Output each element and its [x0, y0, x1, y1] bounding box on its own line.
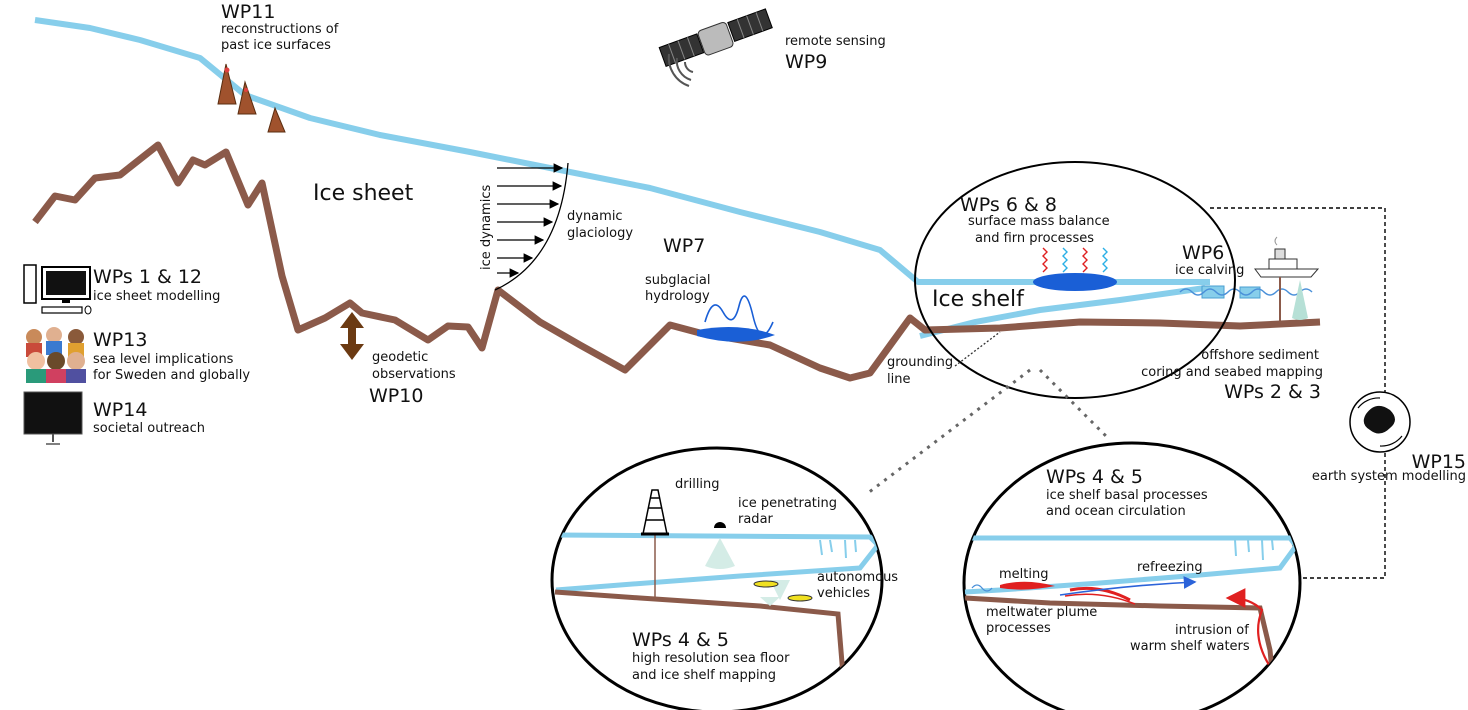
earth-system-globe-icon	[1349, 391, 1411, 453]
wp10-line1: geodetic	[372, 350, 429, 365]
wp11-title: WP11	[221, 1, 276, 23]
auv-line2: vehicles	[817, 586, 871, 601]
wp7-line2: hydrology	[645, 289, 710, 304]
wp13-line1: sea level implications	[93, 352, 234, 367]
auv-line1: autonomous	[817, 570, 899, 585]
geodetic-double-arrow-icon	[340, 312, 364, 360]
wp9-desc: remote sensing	[785, 34, 886, 49]
grounding-line1: grounding	[887, 355, 954, 370]
zoom-right-line2: and ocean circulation	[1046, 504, 1186, 519]
wp2-3-title: WPs 2 & 3	[1224, 381, 1321, 403]
dynamic-glaciology-line2: glaciology	[567, 226, 634, 241]
wp6-8-line2: and firn processes	[975, 231, 1094, 246]
grounding-line2: line	[887, 372, 911, 387]
zoom-left-line2: and ice shelf mapping	[632, 668, 777, 683]
wp6-8-line1: surface mass balance	[968, 214, 1110, 229]
warm-line2: warm shelf waters	[1130, 639, 1250, 654]
past-ice-surface-rocks-icon	[217, 63, 286, 133]
bedrock-line	[32, 141, 1321, 382]
ice-surface-line	[34, 17, 1210, 285]
plume-line1: meltwater plume	[986, 605, 1098, 620]
ice-dynamics-label: ice dynamics	[479, 184, 494, 270]
wp2-3-line1: offshore sediment	[1201, 348, 1319, 363]
subglacial-water	[697, 326, 775, 342]
ice-shelf-label: Ice shelf	[932, 287, 1024, 312]
ice-sheet-label: Ice sheet	[313, 181, 414, 206]
wp1-12-title: WPs 1 & 12	[93, 266, 203, 288]
wp2-3-line2: coring and seabed mapping	[1141, 365, 1323, 380]
velocity-arrows	[497, 163, 564, 278]
radar-line1: ice penetrating	[738, 496, 837, 511]
wp10-line2: observations	[372, 367, 456, 382]
surface-melt-pool	[1033, 273, 1117, 291]
zoom-right-line1: ice shelf basal processes	[1046, 488, 1208, 503]
drilling-rig-icon	[641, 489, 669, 536]
research-ship-icon	[1254, 236, 1320, 278]
surface-energy-arrows-icon	[1042, 247, 1108, 273]
wp6-calving-title: WP6	[1182, 242, 1225, 264]
wp6-8-title: WPs 6 & 8	[960, 194, 1057, 216]
computer-icon	[23, 264, 92, 315]
dynamic-glaciology-line1: dynamic	[567, 209, 623, 224]
wp9-title: WP9	[785, 51, 828, 73]
refreezing-label: refreezing	[1137, 560, 1203, 575]
ice-calving-block-1	[1201, 285, 1225, 299]
grounding-line-pointer	[954, 331, 1001, 367]
subglacial-water-flow	[704, 295, 774, 336]
radar-line2: radar	[738, 512, 773, 527]
outreach-screen-icon	[23, 391, 83, 445]
wp13-line2: for Sweden and globally	[93, 368, 251, 383]
zoom-right-title: WPs 4 & 5	[1046, 466, 1143, 488]
melting-label: melting	[999, 567, 1049, 582]
wp10-title: WP10	[369, 385, 424, 407]
wp7-line1: subglacial	[645, 273, 711, 288]
satellite-icon	[658, 8, 773, 87]
zoom-left-title: WPs 4 & 5	[632, 629, 729, 651]
wp15-title: WP15	[1411, 451, 1466, 473]
zoom-pointer-left	[867, 368, 1031, 495]
sonar-cone	[1292, 280, 1308, 320]
ocean-wave	[1179, 288, 1313, 296]
wp13-title: WP13	[93, 329, 148, 351]
wp7-title: WP7	[663, 235, 706, 257]
wp14-desc: societal outreach	[93, 421, 205, 436]
wp6-calving-desc: ice calving	[1175, 263, 1245, 278]
people-crowd-icon	[24, 325, 88, 383]
plume-line2: processes	[986, 621, 1051, 636]
zoom-left-line1: high resolution sea floor	[632, 651, 790, 666]
zoom-pointer-right	[1038, 368, 1112, 442]
wp1-12-desc: ice sheet modelling	[93, 289, 221, 304]
drilling-label: drilling	[675, 477, 720, 492]
warm-line1: intrusion of	[1175, 623, 1249, 638]
wp15-desc: earth system modelling	[1311, 469, 1466, 484]
wp11-line2: past ice surfaces	[221, 38, 331, 53]
wp14-title: WP14	[93, 399, 148, 421]
radar-device-icon	[714, 522, 726, 528]
zoom-circle-basal	[962, 441, 1302, 710]
wp11-line1: reconstructions of	[221, 22, 339, 37]
ice-shelf-zoom-circle	[914, 161, 1236, 399]
velocity-profile	[494, 162, 569, 291]
